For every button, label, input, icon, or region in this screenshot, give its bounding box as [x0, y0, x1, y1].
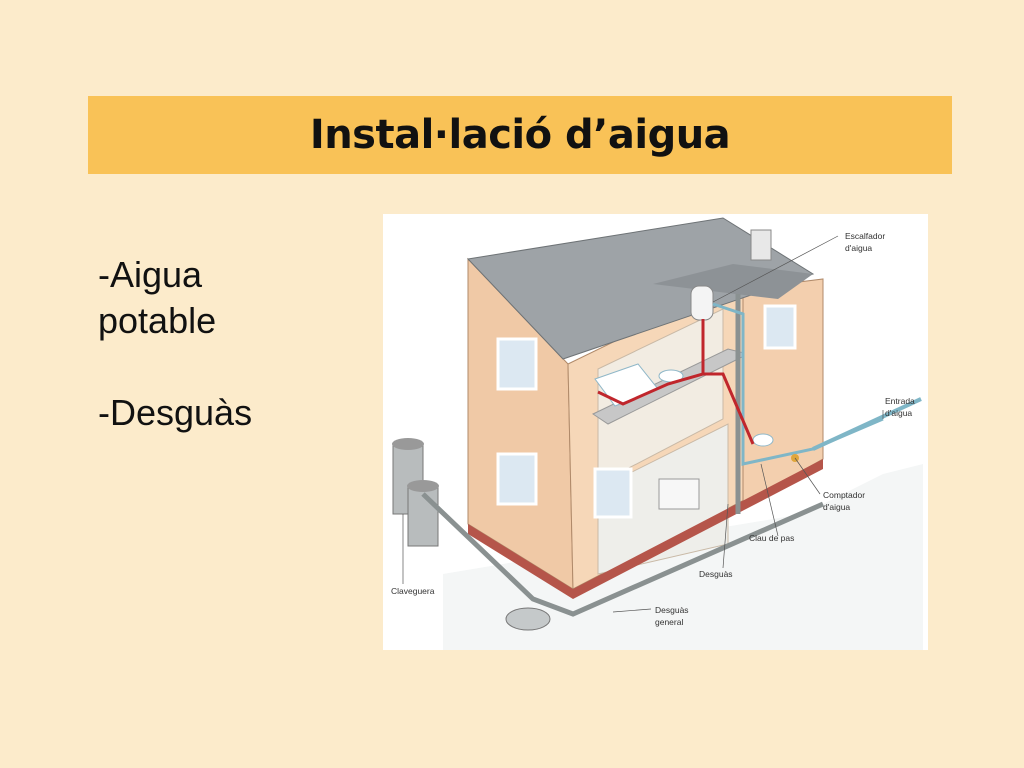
label-drain: Desguàs — [699, 569, 733, 579]
window-right — [763, 304, 797, 350]
bullet-drinking-water-1: -Aigua — [98, 254, 203, 295]
sewer-lid-1 — [392, 438, 424, 450]
hot-water-pipe — [597, 319, 705, 406]
water-inlet-pipe — [812, 397, 922, 451]
roof-right-slope — [653, 264, 813, 299]
callout-lines — [402, 235, 884, 613]
hot-water-branch — [703, 372, 755, 445]
bullet-drinking-water-2: potable — [98, 300, 217, 341]
drain-well — [505, 607, 551, 631]
kitchen-counter — [658, 478, 700, 510]
main-drain-pipe — [421, 492, 825, 617]
plumbing-diagram: Escalfador d'aigua Entrada d'aigua Compt… — [383, 214, 928, 650]
label-sewer: Claveguera — [391, 586, 435, 596]
window-upper-left — [496, 337, 538, 391]
sink-lower — [752, 433, 774, 447]
label-heater-line1: Escalfador — [845, 231, 885, 241]
label-meter-line2: d'aigua — [823, 502, 850, 512]
ground-shadow — [443, 464, 923, 650]
slide-title: Instal·lació d’aigua — [309, 112, 731, 158]
label-main-drain-line1: Desguàs — [655, 605, 689, 615]
bullet-list: -Aigua potable -Desguàs — [98, 252, 358, 436]
label-heater-line2: d'aigua — [845, 243, 872, 253]
window-lower-front — [593, 467, 633, 519]
house-cutaway-illustration: Escalfador d'aigua Entrada d'aigua Compt… — [391, 217, 923, 650]
window-lower-left — [496, 452, 538, 506]
label-meter-line1: Comptador — [823, 490, 865, 500]
chimney — [750, 229, 772, 261]
label-main-drain-line2: general — [655, 617, 683, 627]
label-inlet-line2: d'aigua — [885, 408, 912, 418]
label-inlet-line1: Entrada — [885, 396, 915, 406]
sewer-lid-2 — [407, 480, 439, 492]
bullet-drainage: -Desguàs — [98, 392, 253, 433]
title-band: Instal·lació d’aigua — [88, 96, 952, 174]
water-heater — [690, 285, 714, 321]
label-valve: Clau de pas — [749, 533, 794, 543]
